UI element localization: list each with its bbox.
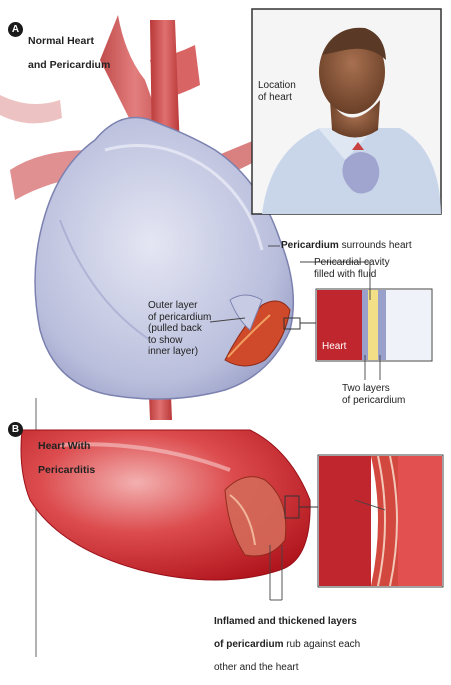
pericardium-label-rest: surrounds heart: [339, 240, 412, 251]
panel-a-badge: A: [8, 22, 23, 37]
panel-a-title: Normal Heart and Pericardium: [28, 23, 110, 83]
panel-a-title-line1: Normal Heart: [28, 35, 110, 47]
panel-b-badge: B: [8, 422, 23, 437]
caption-line2-bold: of pericardium: [214, 639, 283, 650]
location-of-heart-label: Location of heart: [258, 80, 296, 103]
location-inset: [252, 9, 441, 214]
pericardium-illustration: [0, 0, 451, 657]
pericarditis-caption: Inflamed and thickened layers of pericar…: [214, 604, 360, 685]
two-layers-label: Two layers of pericardium: [342, 383, 405, 406]
caption-line2-rest: rub against each: [283, 639, 360, 650]
panel-a-title-line2: and Pericardium: [28, 59, 110, 71]
pericardium-layers-callout: [284, 289, 432, 361]
pericardium-label-bold: Pericardium: [281, 240, 339, 251]
pericardial-cavity-label: Pericardial cavity filled with fluid: [314, 257, 390, 280]
caption-line1: Inflamed and thickened layers: [214, 616, 360, 628]
outer-layer-label: Outer layer of pericardium (pulled back …: [148, 300, 211, 358]
caption-line3: other and the heart: [214, 662, 360, 674]
panel-b-title-line1: Heart With: [38, 440, 95, 452]
panel-b-title: Heart With Pericarditis: [38, 428, 95, 488]
heart-label: Heart: [322, 341, 346, 353]
caption-line2: of pericardium rub against each: [214, 639, 360, 651]
panel-b-title-line2: Pericarditis: [38, 464, 95, 476]
pericardium-label: Pericardium surrounds heart: [281, 240, 412, 252]
